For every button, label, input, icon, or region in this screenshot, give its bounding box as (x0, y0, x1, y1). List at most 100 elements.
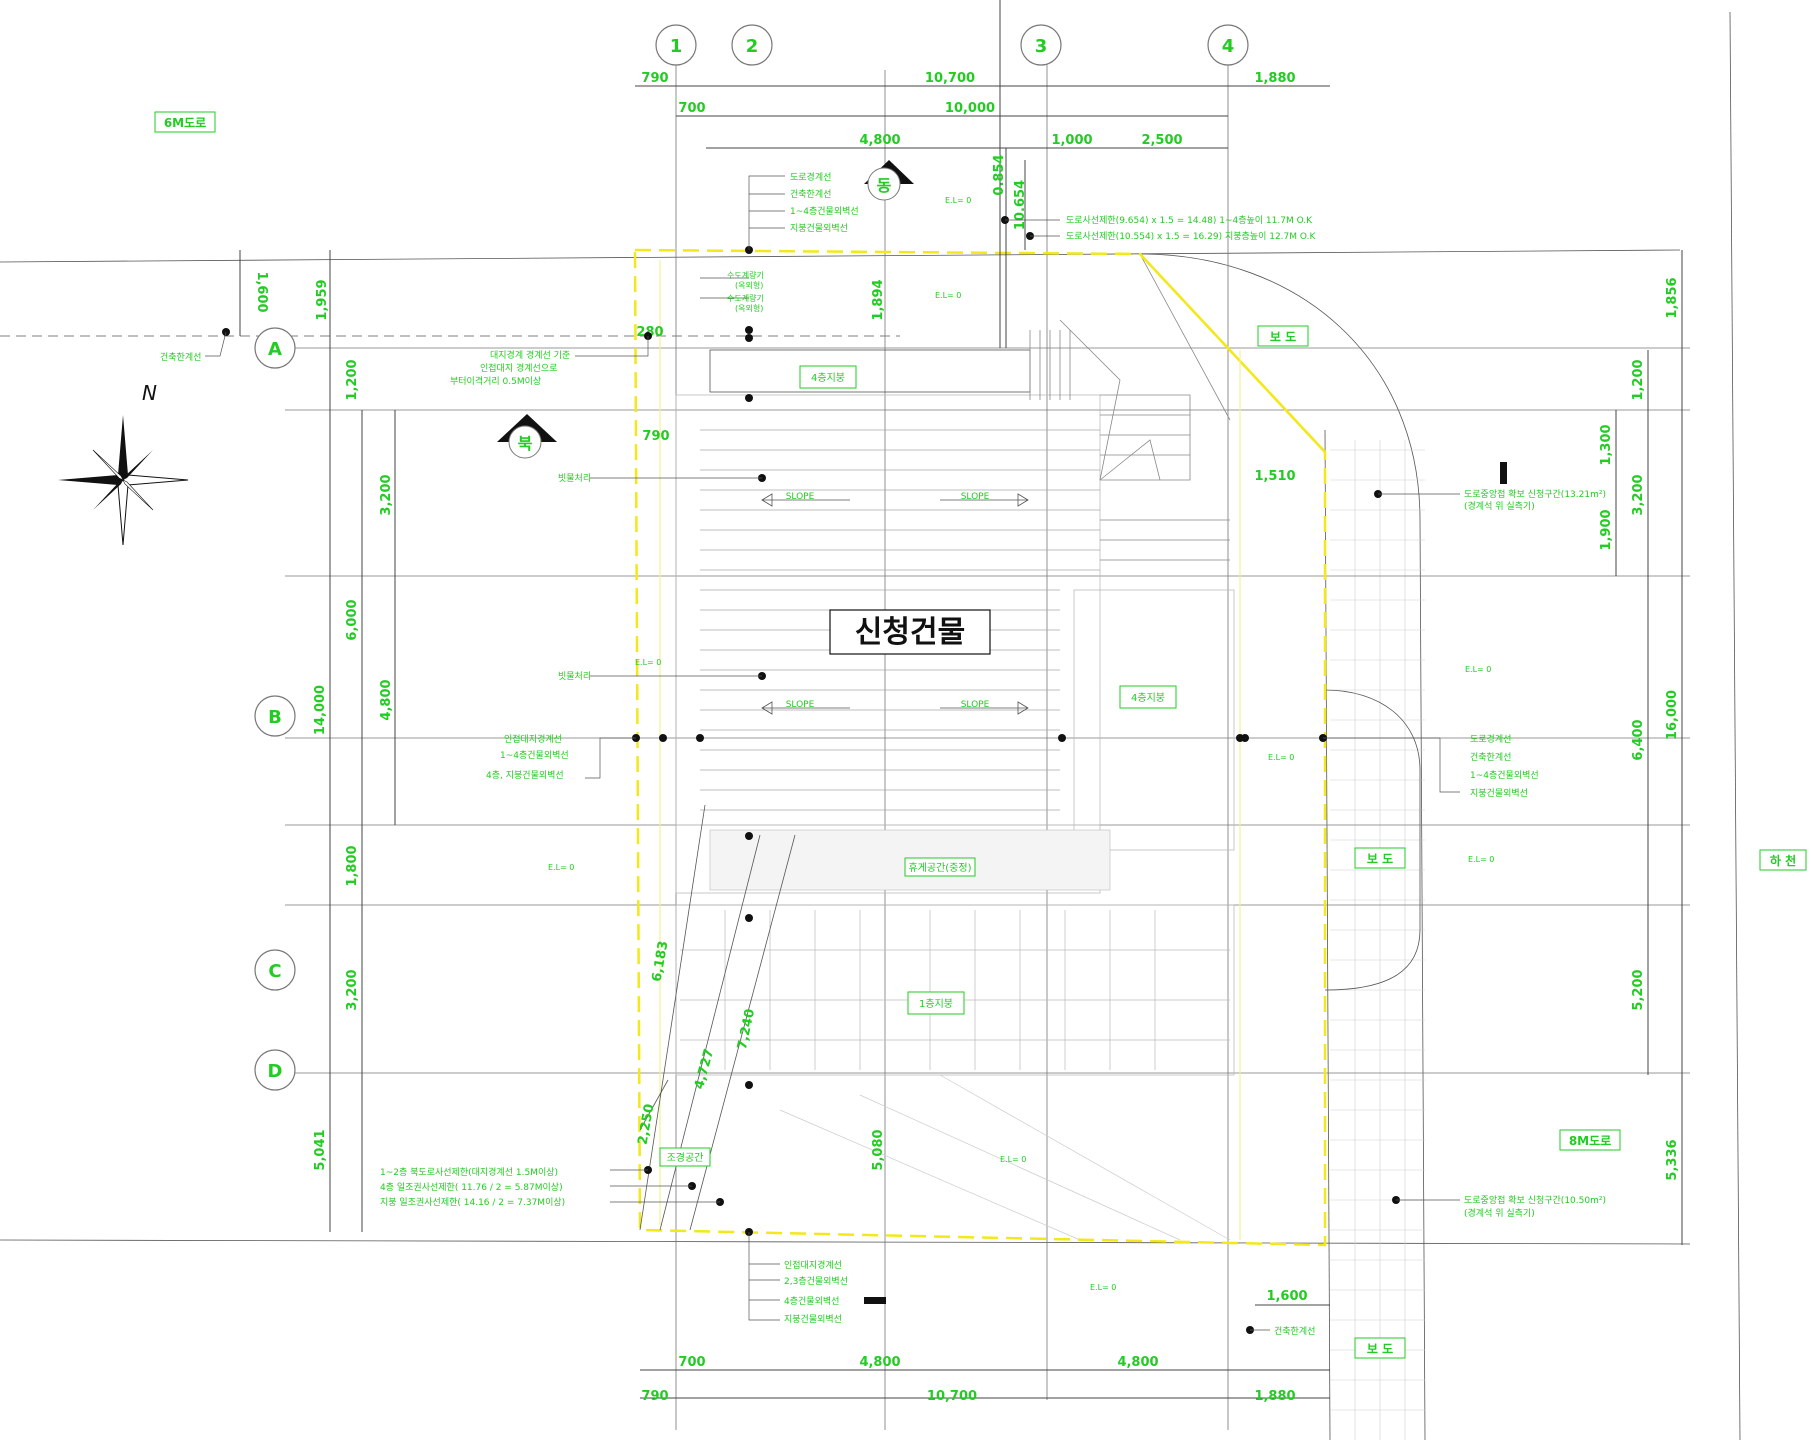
grid-bubbles: 1 2 3 4 A B C D (254, 24, 1249, 1091)
slope-2: SLOPE (961, 492, 990, 502)
note-bl-1: 1~2층 북도로사선제한(대지경계선 1.5M이상) (380, 1166, 558, 1178)
dim-left-14000: 14,000 (313, 685, 328, 735)
note-left-group-3: 4층, 지붕건물외벽선 (486, 769, 564, 781)
grid-bubble-A (254, 327, 296, 369)
dim-left-5041: 5,041 (313, 1129, 328, 1170)
dim-left-1600: 1,600 (254, 271, 269, 312)
note-meter-2: (옥외형) (735, 280, 763, 290)
grid-bubble-4 (1207, 24, 1249, 66)
grid-label-A: A (268, 339, 282, 360)
grid-label-4: 4 (1222, 36, 1235, 57)
sidewalk-hatch (1330, 440, 1425, 1440)
dim-right-1856: 1,856 (1665, 277, 1680, 318)
room-1f-roof: 1층지붕 (919, 998, 953, 1010)
dim-top2-a: 700 (678, 101, 705, 116)
dim-left-6000: 6,000 (345, 599, 360, 640)
note-bl-2: 4층 일조권사선제한( 11.76 / 2 = 5.87M이상) (380, 1181, 563, 1193)
el-7: E.L= 0 (1468, 855, 1494, 864)
dimension-labels: 790 10,700 1,880 700 10,000 4,800 1,000 … (254, 71, 1680, 1404)
dim-diag-6183: 6,183 (650, 940, 672, 983)
dim-bot2-b: 10,700 (927, 1389, 977, 1404)
dim-right-6400: 6,400 (1631, 719, 1646, 760)
label-road-6m: 6M도로 (164, 116, 206, 130)
note-meter-1: 수도계량기 (727, 270, 764, 280)
slope-1: SLOPE (786, 492, 815, 502)
note-right-top: 도로중앙접 확보 신청구간(13.21m²) (1464, 488, 1606, 500)
grid-label-B: B (268, 707, 282, 728)
grid-label-D: D (268, 1061, 283, 1082)
grid-label-C: C (268, 961, 281, 982)
el-4: E.L= 0 (1465, 665, 1491, 674)
room-roof: 4층지붕 (1131, 692, 1165, 704)
note-right-top2: (경계석 위 실측기) (1464, 500, 1535, 512)
room-void: 휴게공간(중정) (908, 862, 971, 874)
note-left-mid2: 빗물처리 (558, 670, 591, 682)
dim-diag-2250: 2,250 (636, 1103, 658, 1146)
note-left-a: 건축한계선 (160, 351, 201, 363)
slope-4: SLOPE (961, 700, 990, 710)
dim-bot2-c: 1,880 (1254, 1389, 1295, 1404)
note-bottom-3: 4층건물외벽선 (784, 1295, 839, 1307)
grid-bubble-D (254, 1049, 296, 1091)
dim-bot1-c: 4,800 (1117, 1355, 1158, 1370)
dim-diag-7240: 7,240 (735, 1008, 758, 1051)
dim-bot2-a: 790 (641, 1389, 668, 1404)
dim-top3-b: 1,000 (1051, 133, 1092, 148)
grid-label-1: 1 (670, 36, 683, 57)
note-bottom-1: 인접대지경계선 (784, 1259, 842, 1271)
dim-top1-b: 10,700 (925, 71, 975, 86)
dim-mid-1510: 1,510 (1254, 469, 1295, 484)
dim-right-1300: 1,300 (1599, 424, 1614, 465)
note-left-a2-3: 부터이격거리 0.5M이상 (450, 375, 541, 387)
dim-bot-1600: 1,600 (1266, 1289, 1307, 1304)
note-meter-4: (옥외형) (735, 303, 763, 313)
section-marker-west: 북 (497, 414, 557, 459)
dim-inner-280: 280 (636, 325, 663, 340)
note-left-mid1: 빗물처리 (558, 472, 591, 484)
marker-bar-bottom (864, 1297, 886, 1304)
elevation-marks: E.L= 0 E.L= 0 E.L= 0 E.L= 0 E.L= 0 E.L= … (548, 196, 1494, 1292)
dim-inner-790: 790 (642, 429, 669, 444)
el-6: E.L= 0 (548, 863, 574, 872)
marker-east-label: 동 (877, 176, 892, 195)
slope-3: SLOPE (786, 700, 815, 710)
note-bottom-right: 건축한계선 (1274, 1325, 1315, 1337)
grid-bubble-3 (1020, 24, 1062, 66)
property-line (633, 248, 1327, 1247)
dim-right-1200: 1,200 (1631, 359, 1646, 400)
dim-bot1-a: 700 (678, 1355, 705, 1370)
leader-lines (205, 175, 1460, 1331)
slope-labels: SLOPE SLOPE SLOPE SLOPE (761, 492, 1029, 715)
dim-inner-1894: 1,894 (871, 279, 886, 320)
label-sidewalk-bot: 보 도 (1367, 1342, 1393, 1356)
sidewalk-bay (1324, 689, 1421, 991)
dim-top3-c: 2,500 (1141, 133, 1182, 148)
note-top-right-2: 도로사선제한(10.554) x 1.5 = 16.29) 지붕층높이 12.7… (1066, 231, 1316, 242)
note-meter-3: 수도계량기 (727, 293, 764, 303)
note-right-group-2: 건축한계선 (1470, 751, 1511, 763)
dim-left-3200a: 3,200 (379, 474, 394, 515)
road-labels: 6M도로 8M도로 보 도 보 도 보 도 하 천 (154, 111, 1807, 1359)
dim-top3-a: 4,800 (859, 133, 900, 148)
label-sidewalk-top: 보 도 (1270, 330, 1296, 344)
dim-left-1959: 1,959 (315, 279, 330, 320)
dim-bot1-b: 4,800 (859, 1355, 900, 1370)
note-left-a2-2: 인접대지 경계선으로 (480, 362, 557, 374)
building-outline (675, 253, 1235, 1241)
grid-bubble-2 (731, 24, 773, 66)
note-top-4: 지붕건물외벽선 (790, 222, 848, 234)
dim-left-3200b: 3,200 (345, 969, 360, 1010)
dim-right-5336: 5,336 (1665, 1139, 1680, 1180)
grid-bubble-1 (655, 24, 697, 66)
grid-bubble-B (254, 695, 296, 737)
el-2: E.L= 0 (935, 291, 961, 300)
label-sidewalk-mid: 보 도 (1367, 852, 1393, 866)
note-left-group-2: 1~4층건물외벽선 (500, 749, 569, 761)
north-label: N (142, 381, 157, 405)
note-top-right-1: 도로사선제한(9.654) x 1.5 = 14.48) 1~4층높이 11.7… (1066, 215, 1313, 226)
site-boundary-lines (0, 11, 1741, 1440)
dim-left-4800: 4,800 (379, 679, 394, 720)
note-left-group-1: 인접대지경계선 (504, 733, 562, 745)
note-right-bot: 도로중앙접 확보 신청구간(10.50m²) (1464, 1194, 1606, 1206)
note-right-group-1: 도로경계선 (1470, 733, 1511, 745)
